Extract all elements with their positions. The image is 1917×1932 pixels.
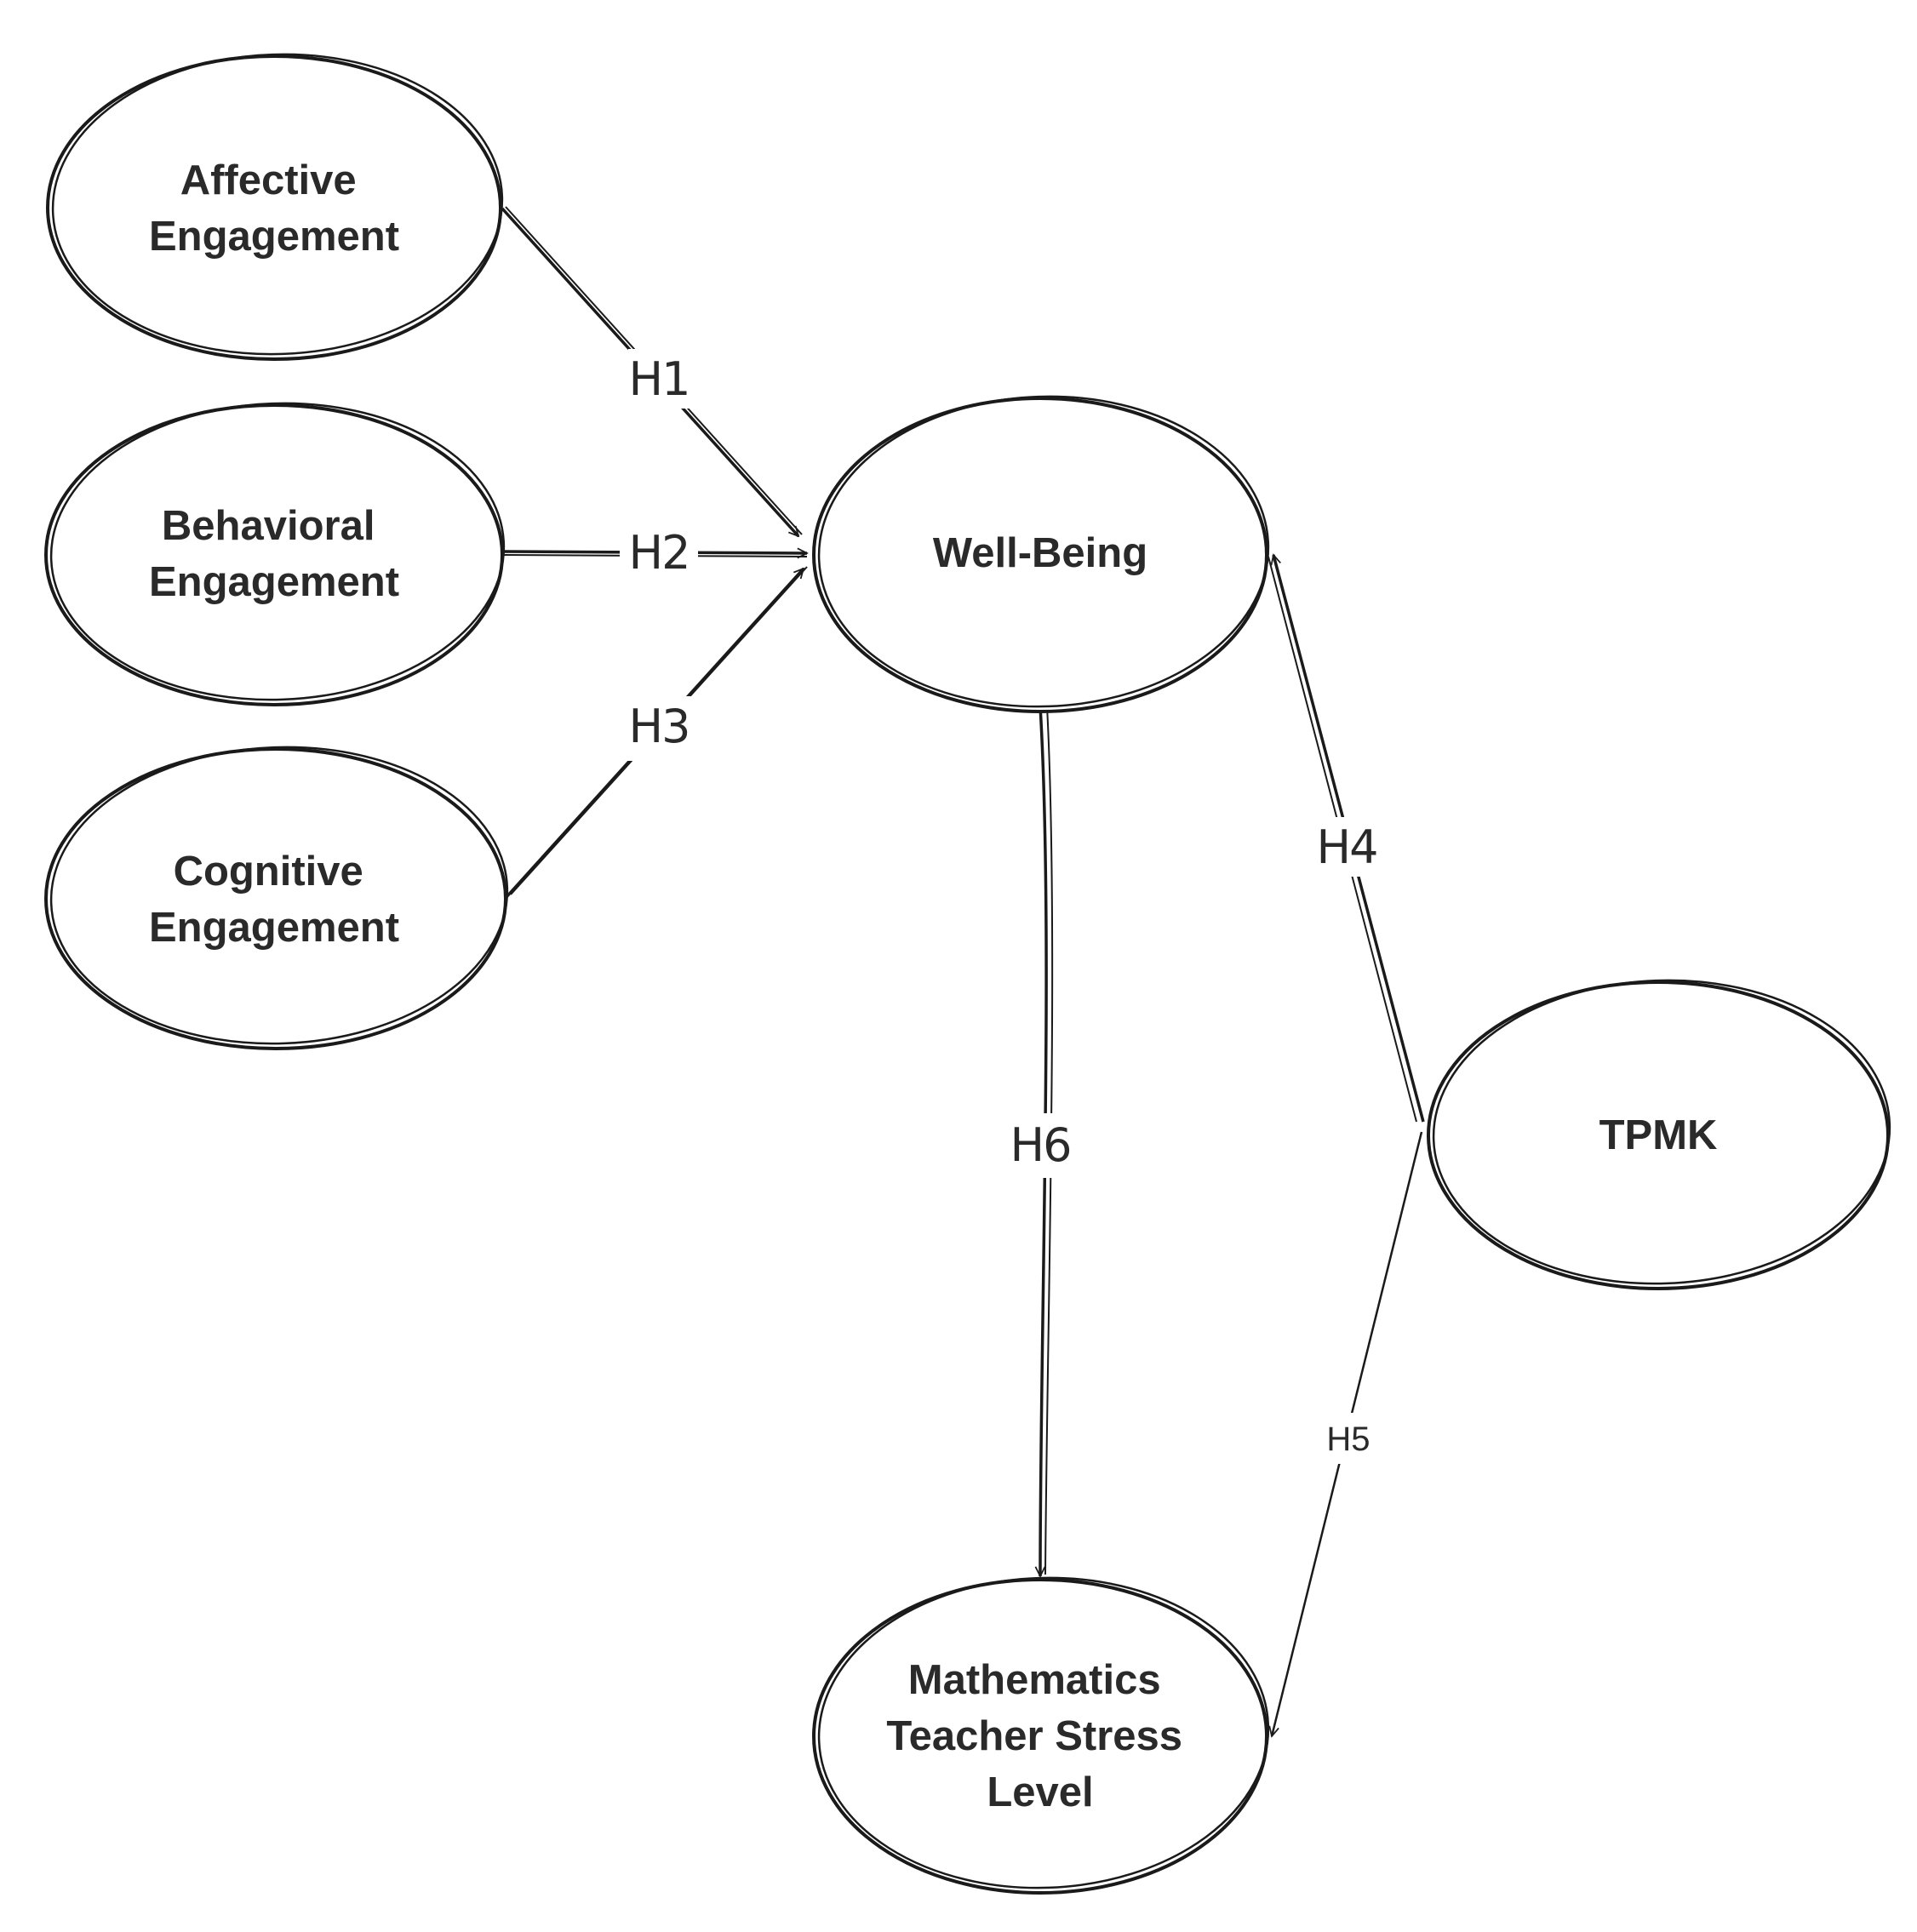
edge-h3: H3: [504, 566, 808, 900]
edge-label-h2: H2: [629, 526, 690, 580]
node-label-cognitive: Cognitive Engagement: [149, 849, 399, 951]
edge-label-h3: H3: [629, 700, 690, 753]
node-label-well-being: Well-Being: [933, 530, 1147, 576]
node-cognitive-engagement: Cognitive Engagement: [44, 746, 509, 1050]
edge-label-h6: H6: [1010, 1118, 1071, 1172]
node-mathematics-teacher-stress-level: Mathematics Teacher Stress Level: [812, 1576, 1270, 1895]
node-label-stress: Mathematics Teacher Stress Level: [886, 1657, 1193, 1815]
edge-label-h1: H1: [629, 352, 690, 406]
edge-h6: H6: [996, 706, 1086, 1576]
edge-label-h5: H5: [1326, 1420, 1370, 1458]
edge-h2: H2: [503, 526, 807, 582]
edge-h4: H4: [1268, 555, 1425, 1123]
node-label-behavioral: Behavioral Engagement: [149, 503, 399, 605]
node-label-affective: Affective Engagement: [149, 157, 399, 260]
node-tpmk: TPMK: [1427, 979, 1891, 1290]
node-behavioral-engagement: Behavioral Engagement: [44, 402, 506, 706]
edge-label-h4: H4: [1317, 820, 1377, 874]
node-label-tpmk: TPMK: [1599, 1112, 1718, 1158]
edge-h5: H5: [1272, 1131, 1423, 1736]
edge-h1: H1: [501, 206, 803, 536]
node-well-being: Well-Being: [812, 395, 1270, 713]
node-affective-engagement: Affective Engagement: [46, 53, 504, 361]
